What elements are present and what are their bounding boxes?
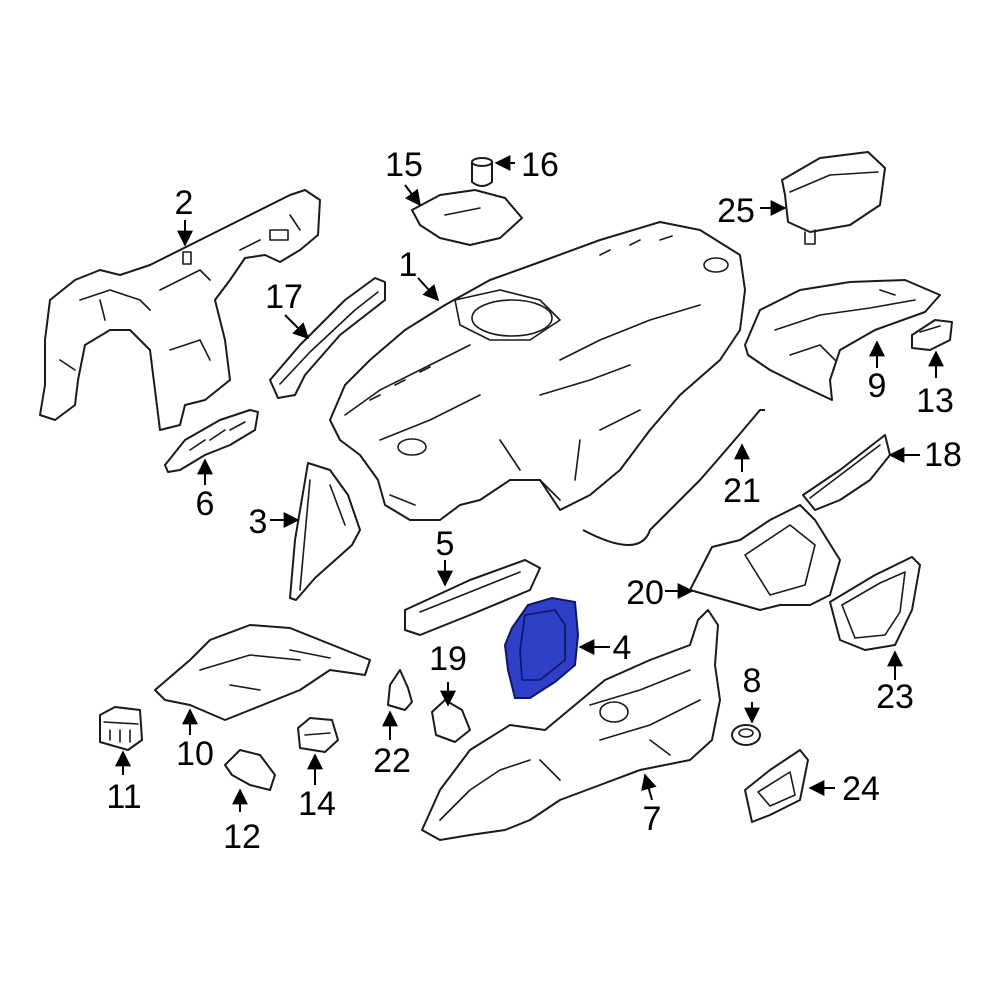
callout-21: 21: [723, 472, 761, 510]
part-11-clip[interactable]: [99, 706, 143, 751]
part-23-frame[interactable]: [829, 556, 921, 651]
part-5-duct[interactable]: [404, 559, 541, 636]
callout-24: 24: [842, 770, 880, 808]
part-24-bezel[interactable]: [744, 749, 809, 823]
part-1-dashboard[interactable]: [329, 221, 746, 521]
callout-19: 19: [429, 640, 467, 678]
callout-8: 8: [743, 662, 762, 700]
callout-16: 16: [521, 146, 559, 184]
callout-labels: 1 2 3 4 5 6 7 8 9 10 11 12 13 14 15 16 1…: [106, 146, 962, 856]
part-15-cover[interactable]: [411, 189, 523, 246]
callout-5: 5: [436, 525, 455, 563]
part-12-bracket[interactable]: [224, 749, 276, 791]
part-3-side-panel[interactable]: [289, 462, 361, 601]
part-6-duct[interactable]: [164, 409, 259, 473]
leader-lines: [115, 155, 944, 812]
callout-13: 13: [916, 382, 954, 420]
part-19-clip[interactable]: [431, 699, 471, 743]
callout-12: 12: [223, 818, 261, 856]
callout-9: 9: [868, 367, 887, 405]
callout-1: 1: [399, 246, 418, 284]
part-2-support-beam[interactable]: [39, 189, 321, 431]
part-16-knob[interactable]: [471, 157, 493, 187]
callout-18: 18: [924, 436, 962, 474]
part-9-glove-box[interactable]: [744, 279, 941, 401]
callout-3: 3: [249, 503, 268, 541]
callout-7: 7: [643, 800, 662, 838]
callout-22: 22: [373, 742, 411, 780]
part-7-lower-dashboard[interactable]: [421, 609, 721, 841]
leader-15: [404, 184, 421, 207]
part-4-bracket-highlighted[interactable]: [503, 596, 580, 699]
callout-20: 20: [626, 574, 664, 612]
part-21-cable[interactable]: [582, 409, 765, 546]
part-14-bracket[interactable]: [297, 717, 339, 753]
callout-14: 14: [298, 785, 336, 823]
leader-7: [641, 773, 657, 801]
callout-4: 4: [613, 629, 632, 667]
callout-23: 23: [876, 678, 914, 716]
callout-10: 10: [176, 735, 214, 773]
callout-17: 17: [265, 278, 303, 316]
part-13-bracket[interactable]: [911, 319, 953, 351]
callout-15: 15: [385, 146, 423, 184]
callout-6: 6: [196, 485, 215, 523]
part-8-knob[interactable]: [731, 724, 761, 746]
part-25-module[interactable]: [781, 151, 886, 245]
part-22-clip[interactable]: [387, 669, 413, 711]
part-10-floor-bracket[interactable]: [154, 624, 371, 721]
callout-25: 25: [717, 192, 755, 230]
leader-17: [284, 314, 310, 340]
callout-11: 11: [106, 778, 141, 816]
leader-1: [417, 277, 440, 302]
part-18-trim-panel[interactable]: [802, 434, 891, 511]
part-17-trim-strip[interactable]: [269, 277, 386, 399]
callout-2: 2: [175, 184, 194, 222]
part-20-center-bezel[interactable]: [689, 504, 841, 611]
